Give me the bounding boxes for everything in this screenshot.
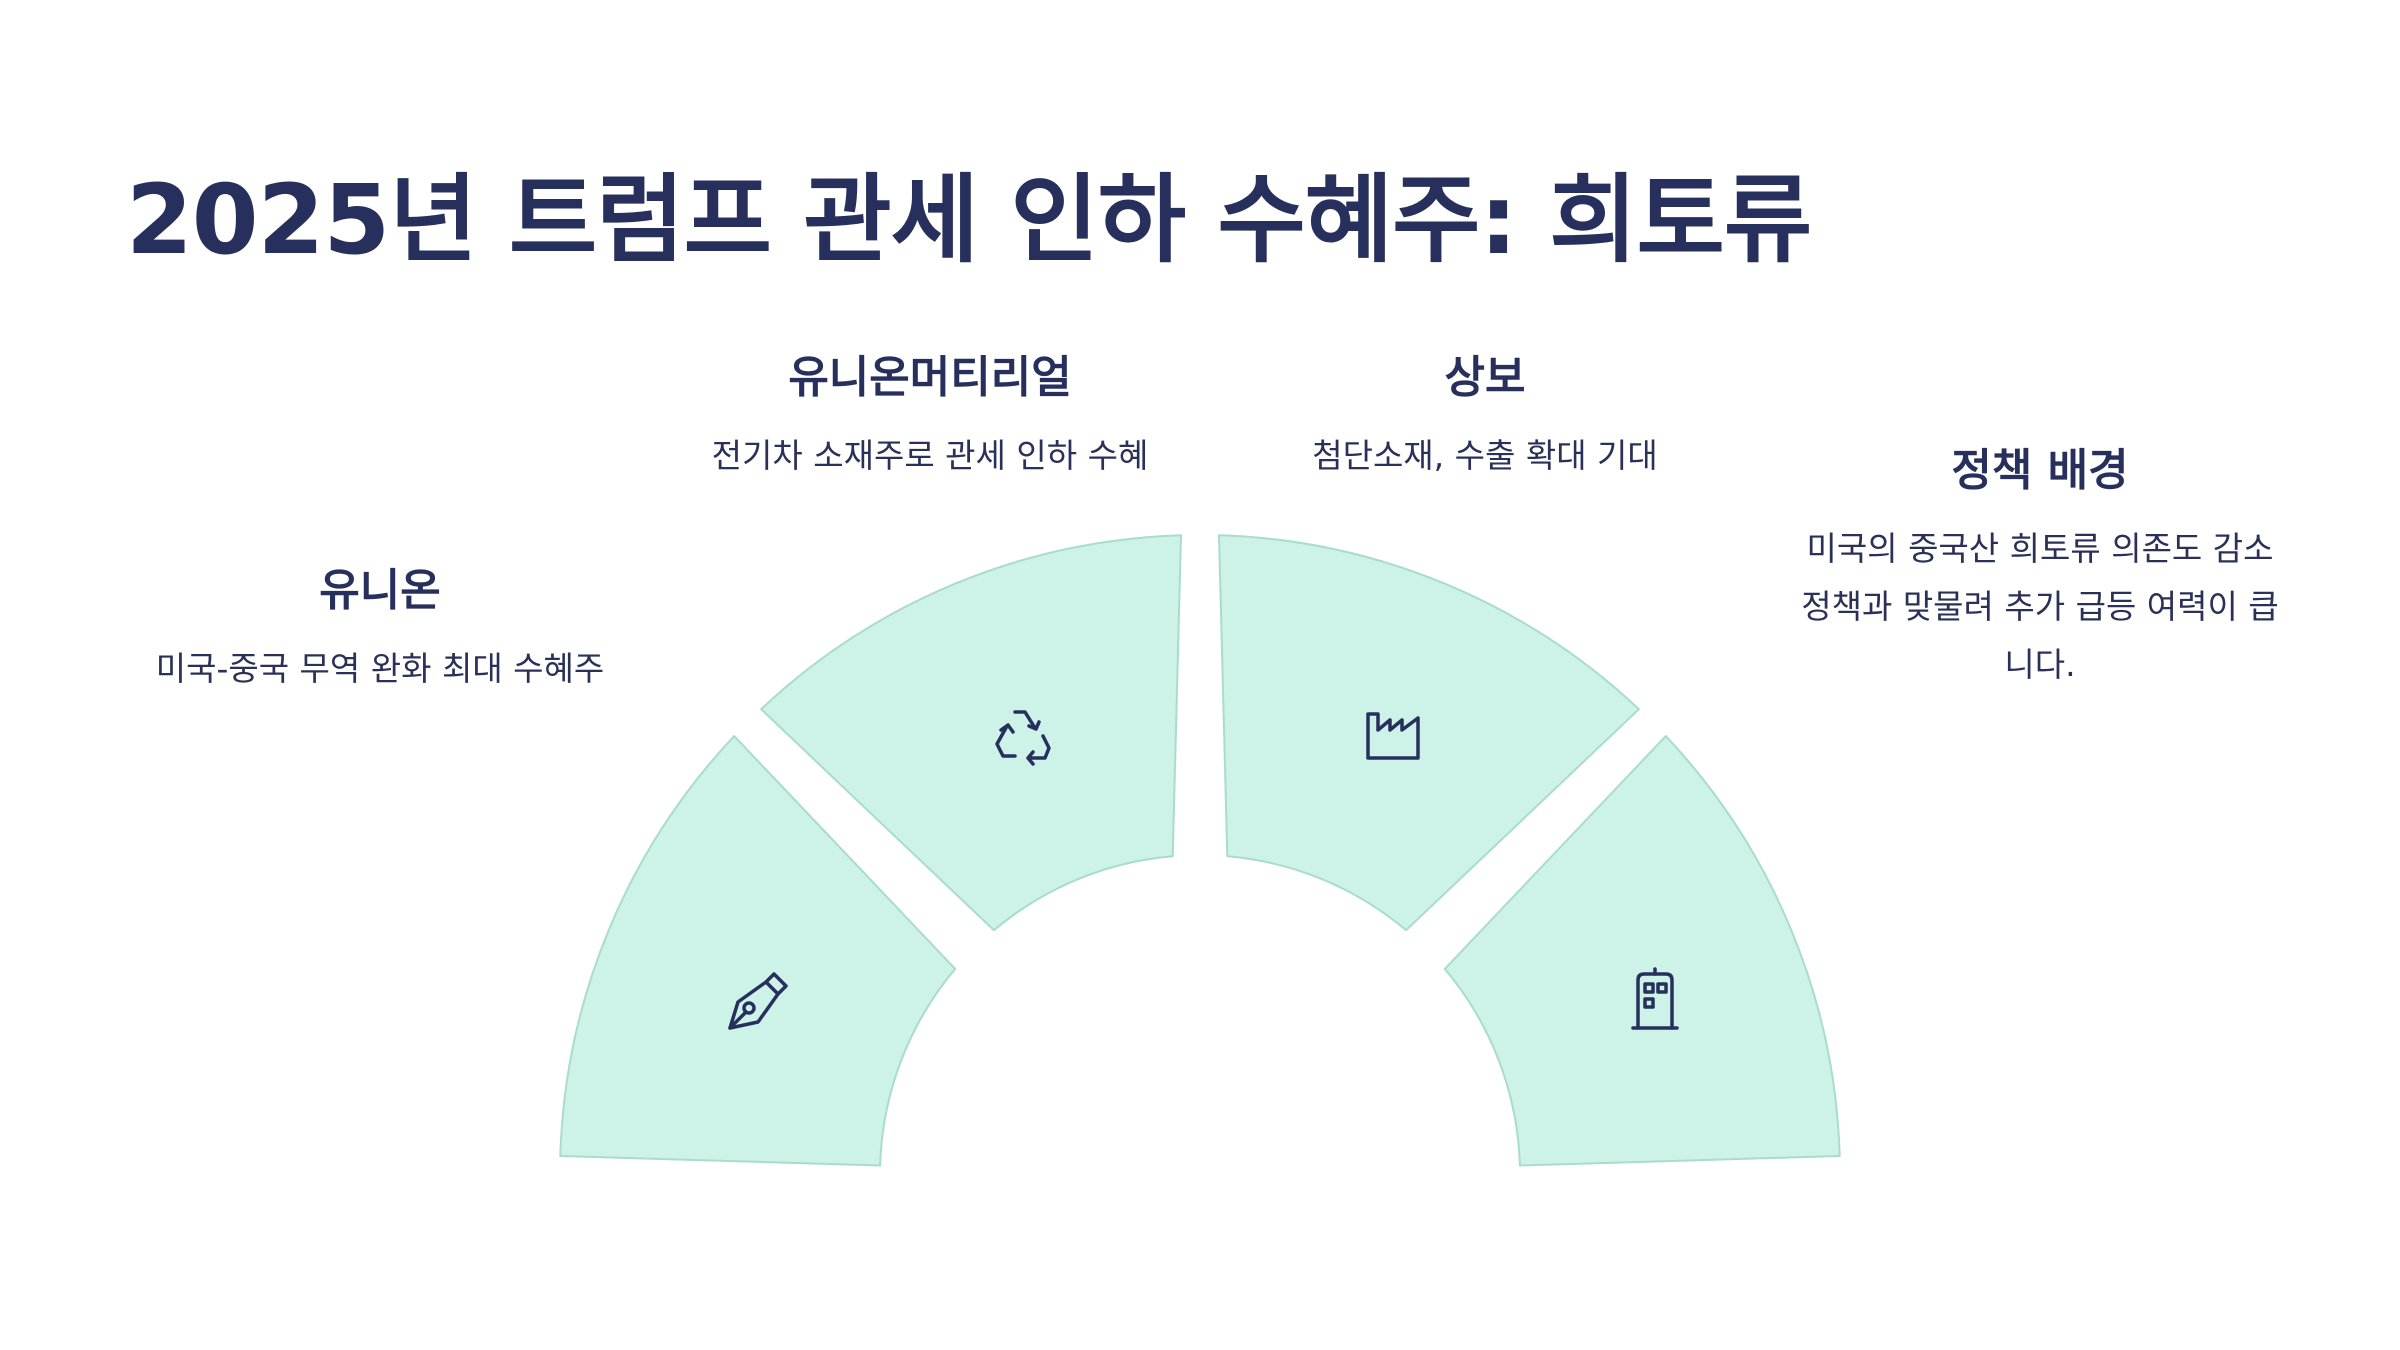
label-policy-background-title: 정책 배경 <box>1951 445 2129 496</box>
segment-union-material <box>760 534 1182 932</box>
label-policy-background-desc: 미국의 중국산 희토류 의존도 감소 정책과 맞물려 추가 급등 여력이 큽니다… <box>1801 528 2279 684</box>
label-union-material-desc: 전기차 소재주로 관세 인하 수혜 <box>711 435 1149 475</box>
recycle-icon <box>995 710 1051 766</box>
label-union-desc: 미국-중국 무역 완화 최대 수혜주 <box>155 648 605 688</box>
building-icon <box>1631 967 1679 1030</box>
label-union: 유니온 미국-중국 무역 완화 최대 수혜주 <box>110 565 650 698</box>
label-sangbo-title: 상보 <box>1444 352 1526 403</box>
label-union-title: 유니온 <box>319 565 441 616</box>
segment-sangbo <box>1218 534 1640 932</box>
segments <box>559 534 1841 1167</box>
label-sangbo: 상보 첨단소재, 수출 확대 기대 <box>1215 352 1755 485</box>
label-union-material-title: 유니온머티리얼 <box>788 352 1072 403</box>
factory-icon <box>1366 712 1420 760</box>
segment-union <box>559 735 957 1167</box>
label-policy-background: 정책 배경 미국의 중국산 희토류 의존도 감소 정책과 맞물려 추가 급등 여… <box>1795 445 2285 694</box>
pen-nib-icon <box>728 972 788 1030</box>
page-title: 2025년 트럼프 관세 인하 수혜주: 희토류 <box>126 164 1812 276</box>
segment-policy-background <box>1443 735 1841 1167</box>
label-sangbo-desc: 첨단소재, 수출 확대 기대 <box>1312 435 1658 475</box>
label-union-material: 유니온머티리얼 전기차 소재주로 관세 인하 수혜 <box>660 352 1200 485</box>
